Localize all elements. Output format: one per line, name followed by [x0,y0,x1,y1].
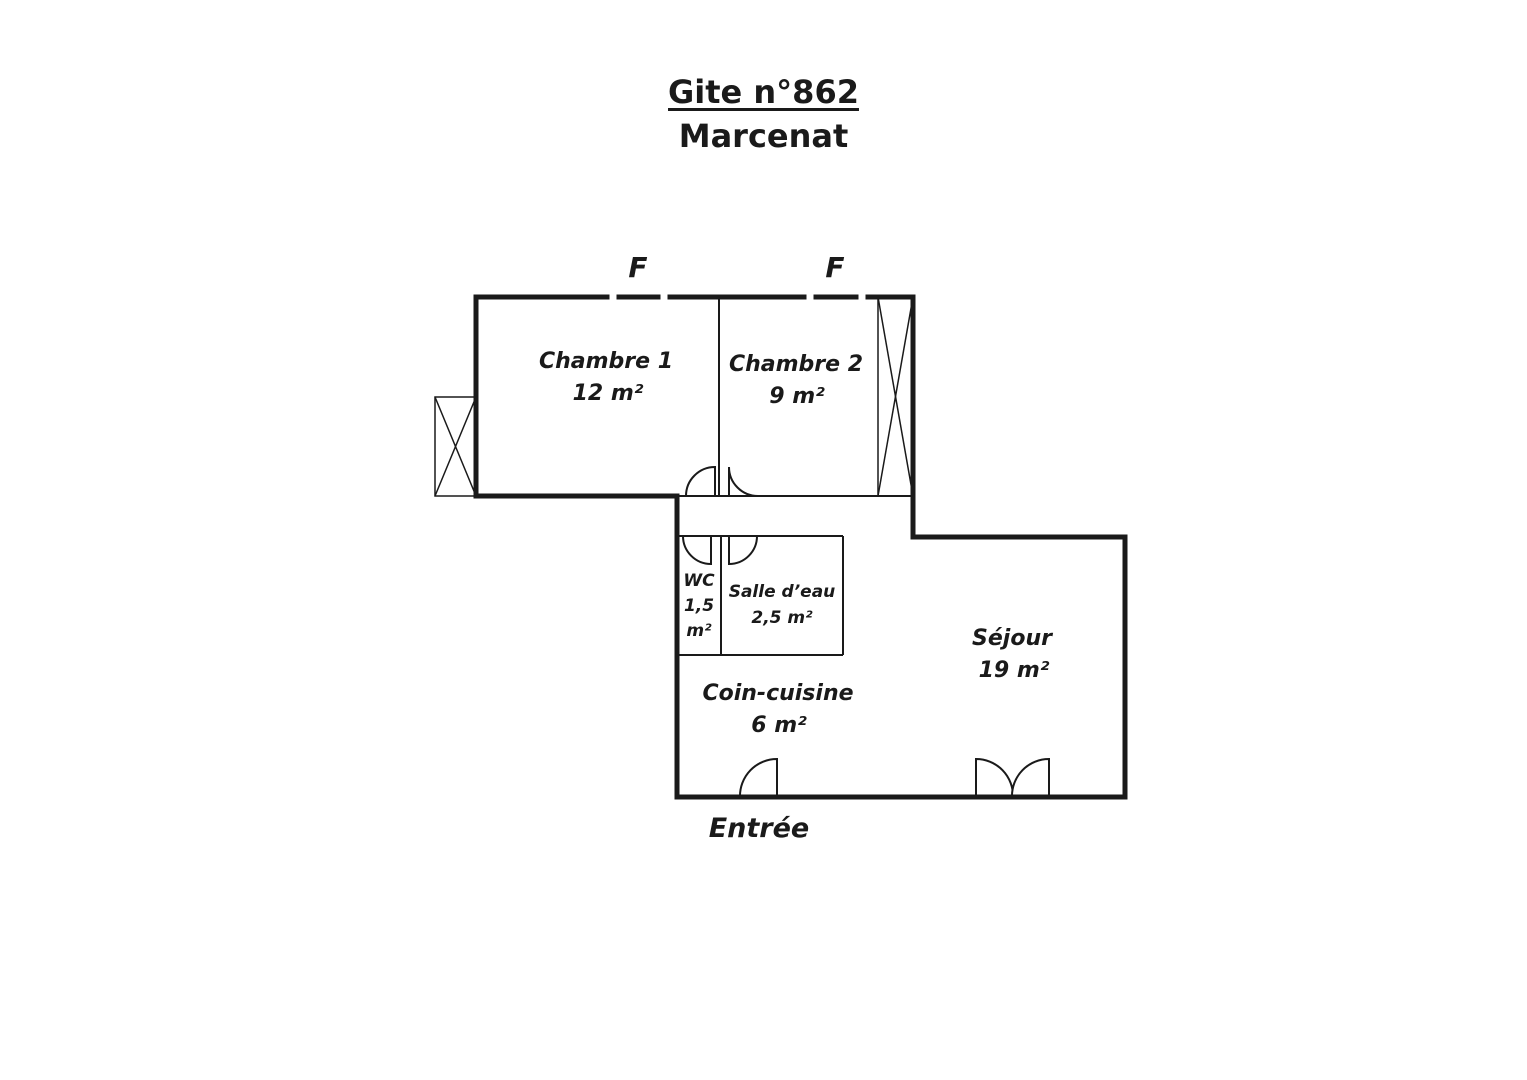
entrance-label: Entrée [709,813,810,844]
door-wc [681,535,712,566]
room-label-salle-deau: Salle d’eau [729,582,836,602]
room-area-salle-deau: 2,5 m² [751,608,813,628]
room-area-coin-cuisine: 6 m² [751,713,807,738]
plan-title-block: Gite n°862 Marcenat [0,70,1527,158]
cupboards [434,296,914,497]
room-label-chambre2: Chambre 2 [729,352,863,377]
cupboard-left [434,396,477,497]
door-entree [738,757,778,798]
room-area-wc-num: 1,5 [684,596,714,616]
plan-title: Gite n°862 [668,73,859,111]
interior-walls [677,297,913,656]
door-salle-deau [728,535,759,566]
room-area-sejour: 19 m² [979,658,1050,683]
room-label-sejour: Séjour [972,626,1053,651]
door-chambre1 [684,465,716,497]
room-label-chambre1: Chambre 1 [539,349,673,374]
room-area-wc-unit: m² [686,621,712,641]
door-chambre2 [728,466,759,497]
door-sejour-left [975,757,1015,798]
exterior-walls [473,294,1128,800]
window-marker-right: F [825,251,844,284]
room-area-chambre1: 12 m² [573,381,644,406]
doors [681,465,1050,798]
room-label-wc: WC [683,571,715,591]
window-marker-left: F [628,251,647,284]
plan-subtitle: Marcenat [678,117,849,155]
door-sejour-right [1010,757,1050,798]
room-area-chambre2: 9 m² [769,384,825,409]
cupboard-chambre2 [877,296,914,497]
room-label-coin-cuisine: Coin-cuisine [702,681,853,706]
